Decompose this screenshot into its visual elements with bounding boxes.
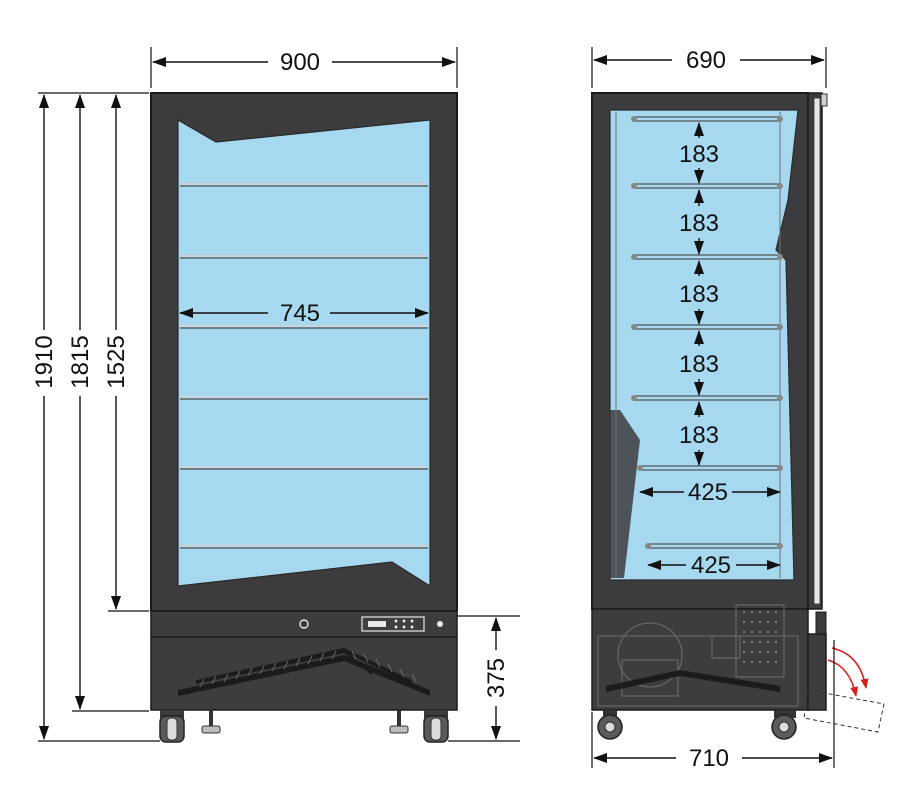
front-castor-right xyxy=(423,710,449,743)
front-inner-width-dimension: 745 xyxy=(179,300,429,327)
shelf-depth-label-1: 425 xyxy=(688,479,728,506)
side-vent-grille xyxy=(606,670,780,692)
side-base-rear-box xyxy=(807,633,827,711)
shelf-depth-dimensions: 425 425 xyxy=(639,479,781,579)
side-castor-right xyxy=(771,710,797,740)
height-glass-dimension: 1525 xyxy=(103,94,130,610)
base-height-label: 375 xyxy=(483,658,510,698)
front-inner-width-label: 745 xyxy=(280,300,320,327)
height-total-label: 1910 xyxy=(31,335,58,388)
front-leveling-foot-left xyxy=(201,710,221,734)
front-castor-left xyxy=(159,710,185,743)
front-leveling-foot-right xyxy=(389,710,409,734)
side-depth-label: 690 xyxy=(686,47,726,74)
door-swing-arrow-outer xyxy=(831,647,869,689)
shelf-spacing-label-4: 183 xyxy=(679,351,719,378)
base-height-dimension: 375 xyxy=(448,615,520,742)
shelf-spacing-label-2: 183 xyxy=(679,210,719,237)
side-depth-with-handle-label: 710 xyxy=(689,745,729,772)
side-glass-panel xyxy=(609,109,799,581)
front-view: 900 745 1910 1815 1525 xyxy=(31,47,520,743)
side-depth-with-handle-dimension: 710 xyxy=(591,640,835,772)
front-base xyxy=(150,636,458,711)
shelf-spacing-dimensions: 183 183 183 183 183 xyxy=(679,122,719,466)
shelf-depth-label-2: 425 xyxy=(691,552,731,579)
door-open-ghost xyxy=(803,689,885,733)
side-view: 183 183 183 183 183 425 425 xyxy=(591,47,885,772)
height-glass-label: 1525 xyxy=(103,335,130,388)
shelf-spacing-label-1: 183 xyxy=(679,141,719,168)
height-to-top-label: 1815 xyxy=(67,335,94,388)
compressor-ghost xyxy=(617,604,785,697)
front-shelves xyxy=(180,183,428,549)
front-width-dimension: 900 xyxy=(152,49,456,76)
shelf-spacing-label-3: 183 xyxy=(679,281,719,308)
control-panel xyxy=(150,610,458,638)
side-depth-dimension: 690 xyxy=(593,47,825,74)
side-castor-left xyxy=(597,710,623,740)
side-shelves xyxy=(631,116,783,549)
height-total-dimension: 1910 xyxy=(31,94,58,740)
height-to-top-dimension: 1815 xyxy=(67,94,94,710)
thermostat-display xyxy=(361,616,425,632)
front-vent-grille xyxy=(178,648,430,696)
shelf-spacing-label-5: 183 xyxy=(679,422,719,449)
front-glass-panel xyxy=(177,118,431,588)
condenser-dots xyxy=(742,610,778,664)
front-width-label: 900 xyxy=(280,49,320,76)
power-button-icon xyxy=(299,619,309,629)
door-swing-arrow-inner xyxy=(827,659,859,697)
